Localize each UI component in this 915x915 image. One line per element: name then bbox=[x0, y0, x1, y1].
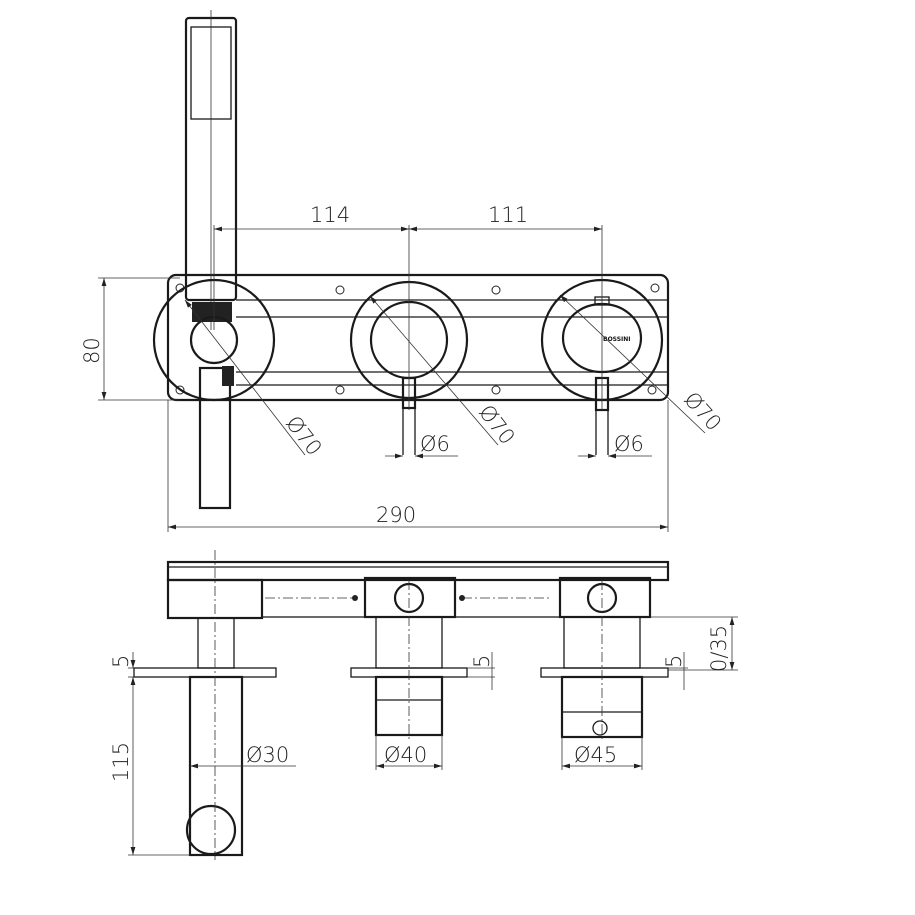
dia-70-right: Ø70 bbox=[679, 387, 726, 435]
dia-40: Ø40 bbox=[384, 743, 427, 767]
dia-6-right: Ø6 bbox=[614, 432, 644, 456]
dimensions-front: 114 111 80 290 Ø70 Ø70 Ø70 Ø6 Ø6 bbox=[80, 203, 726, 532]
dim-115: 115 bbox=[109, 742, 133, 782]
dia-45: Ø45 bbox=[574, 743, 617, 767]
dim-5-right: 5 bbox=[662, 655, 686, 668]
brand-logo: BOSSINI bbox=[603, 336, 631, 343]
dim-290: 290 bbox=[376, 503, 416, 527]
dia-6-middle: Ø6 bbox=[420, 432, 450, 456]
right-valve-body bbox=[540, 580, 669, 740]
side-view: 5 5 5 115 Ø30 Ø40 Ø45 0/35 bbox=[109, 550, 738, 860]
front-view: BOSSINI 114 111 80 290 Ø70 Ø70 Ø70 bbox=[80, 10, 726, 532]
spout-assembly bbox=[133, 550, 277, 860]
dim-80: 80 bbox=[80, 337, 104, 364]
dim-5-left: 5 bbox=[109, 655, 133, 668]
dia-70-left: Ø70 bbox=[281, 411, 327, 460]
middle-rosette bbox=[349, 225, 469, 455]
dim-0-35: 0/35 bbox=[707, 625, 731, 672]
dim-114: 114 bbox=[310, 203, 350, 227]
dia-30: Ø30 bbox=[246, 743, 289, 767]
right-rosette-thermostat: BOSSINI bbox=[540, 225, 664, 455]
middle-valve-body bbox=[350, 580, 468, 740]
side-plate bbox=[166, 560, 670, 582]
back-plate bbox=[166, 273, 670, 402]
dimensions-side: 5 5 5 115 Ø30 Ø40 Ø45 0/35 bbox=[109, 616, 738, 856]
dim-5-middle: 5 bbox=[470, 655, 494, 668]
dim-111: 111 bbox=[488, 203, 528, 227]
hand-shower bbox=[184, 10, 238, 510]
